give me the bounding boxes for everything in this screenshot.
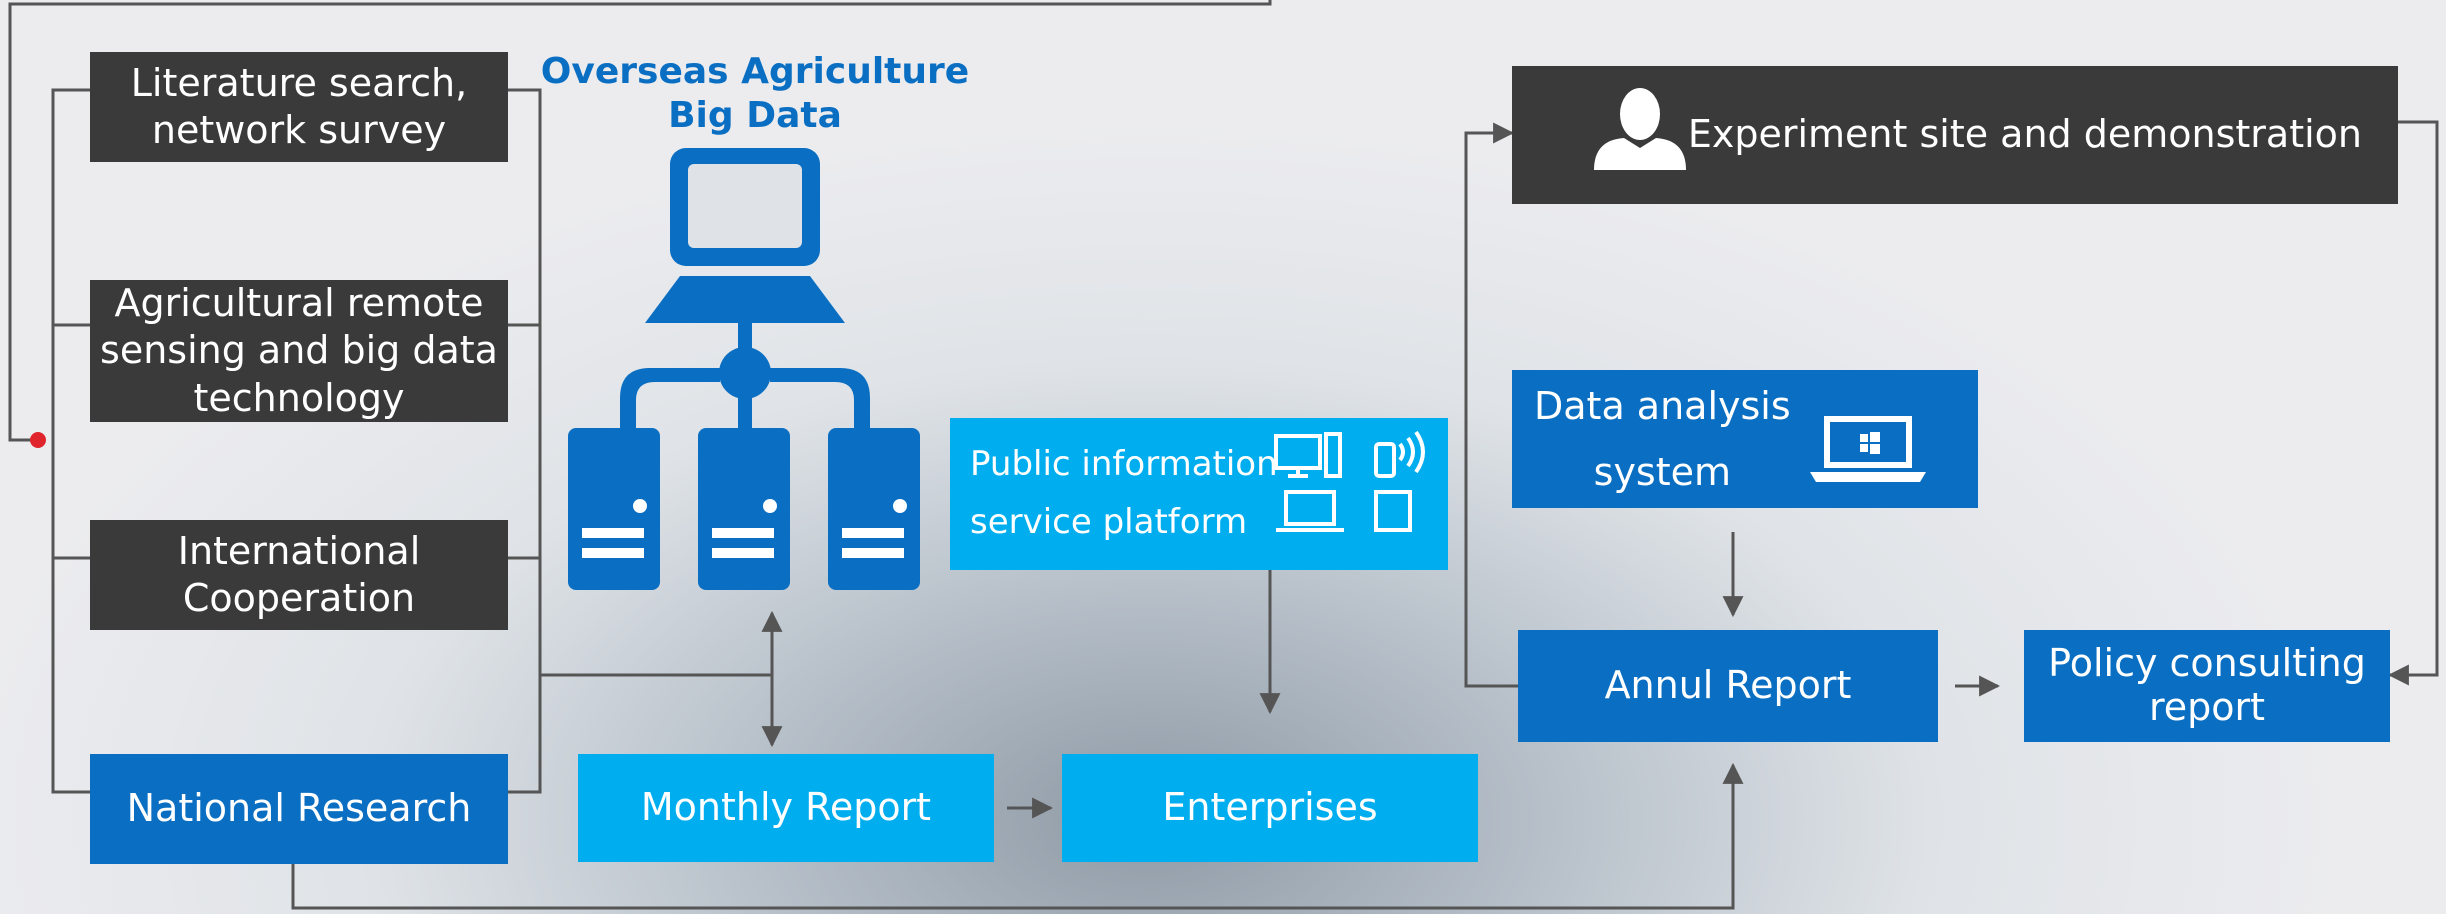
monthly-report[interactable]: Monthly Report — [578, 754, 994, 862]
devices-icon — [1274, 430, 1425, 532]
user-icon — [1594, 88, 1686, 170]
source-literature-search[interactable]: Literature search, network survey — [90, 52, 508, 162]
junction-dot — [30, 432, 46, 448]
public-information-platform[interactable]: Public information service platform — [950, 418, 1448, 570]
diagram-title: Overseas Agriculture Big Data — [540, 51, 970, 136]
source-label: National Research — [126, 786, 472, 831]
annual-report-label: Annul Report — [1604, 663, 1852, 708]
big-data-server-icon — [568, 148, 920, 590]
enterprises-label: Enterprises — [1162, 785, 1378, 830]
data-analysis-system[interactable]: Data analysis system — [1512, 370, 1978, 508]
source-label: Literature search, network survey — [130, 60, 468, 153]
left-bracket — [51, 88, 90, 794]
policy-consulting-report[interactable]: Policy consulting report — [2024, 630, 2390, 742]
experiment-site[interactable]: Experiment site and demonstration — [1512, 66, 2398, 204]
annual-report[interactable]: Annul Report — [1518, 630, 1938, 742]
source-national-research[interactable]: National Research — [90, 754, 508, 864]
source-international-cooperation[interactable]: International Cooperation — [90, 520, 508, 630]
experiment-label: Experiment site and demonstration — [1687, 112, 2362, 157]
source-label: International Cooperation — [177, 528, 421, 621]
data-analysis-label: Data analysis system — [1534, 383, 1791, 495]
laptop-windows-icon — [1810, 416, 1926, 482]
enterprises[interactable]: Enterprises — [1062, 754, 1478, 862]
monthly-report-label: Monthly Report — [640, 785, 932, 830]
platform-label: Public information service platform — [970, 444, 1278, 542]
source-remote-sensing[interactable]: Agricultural remote sensing and big data… — [90, 280, 508, 422]
source-label: Agricultural remote sensing and big data… — [100, 280, 498, 420]
right-bracket — [508, 88, 542, 794]
policy-label: Policy consulting report — [2048, 641, 2366, 729]
top-loop-line — [8, 0, 1272, 442]
